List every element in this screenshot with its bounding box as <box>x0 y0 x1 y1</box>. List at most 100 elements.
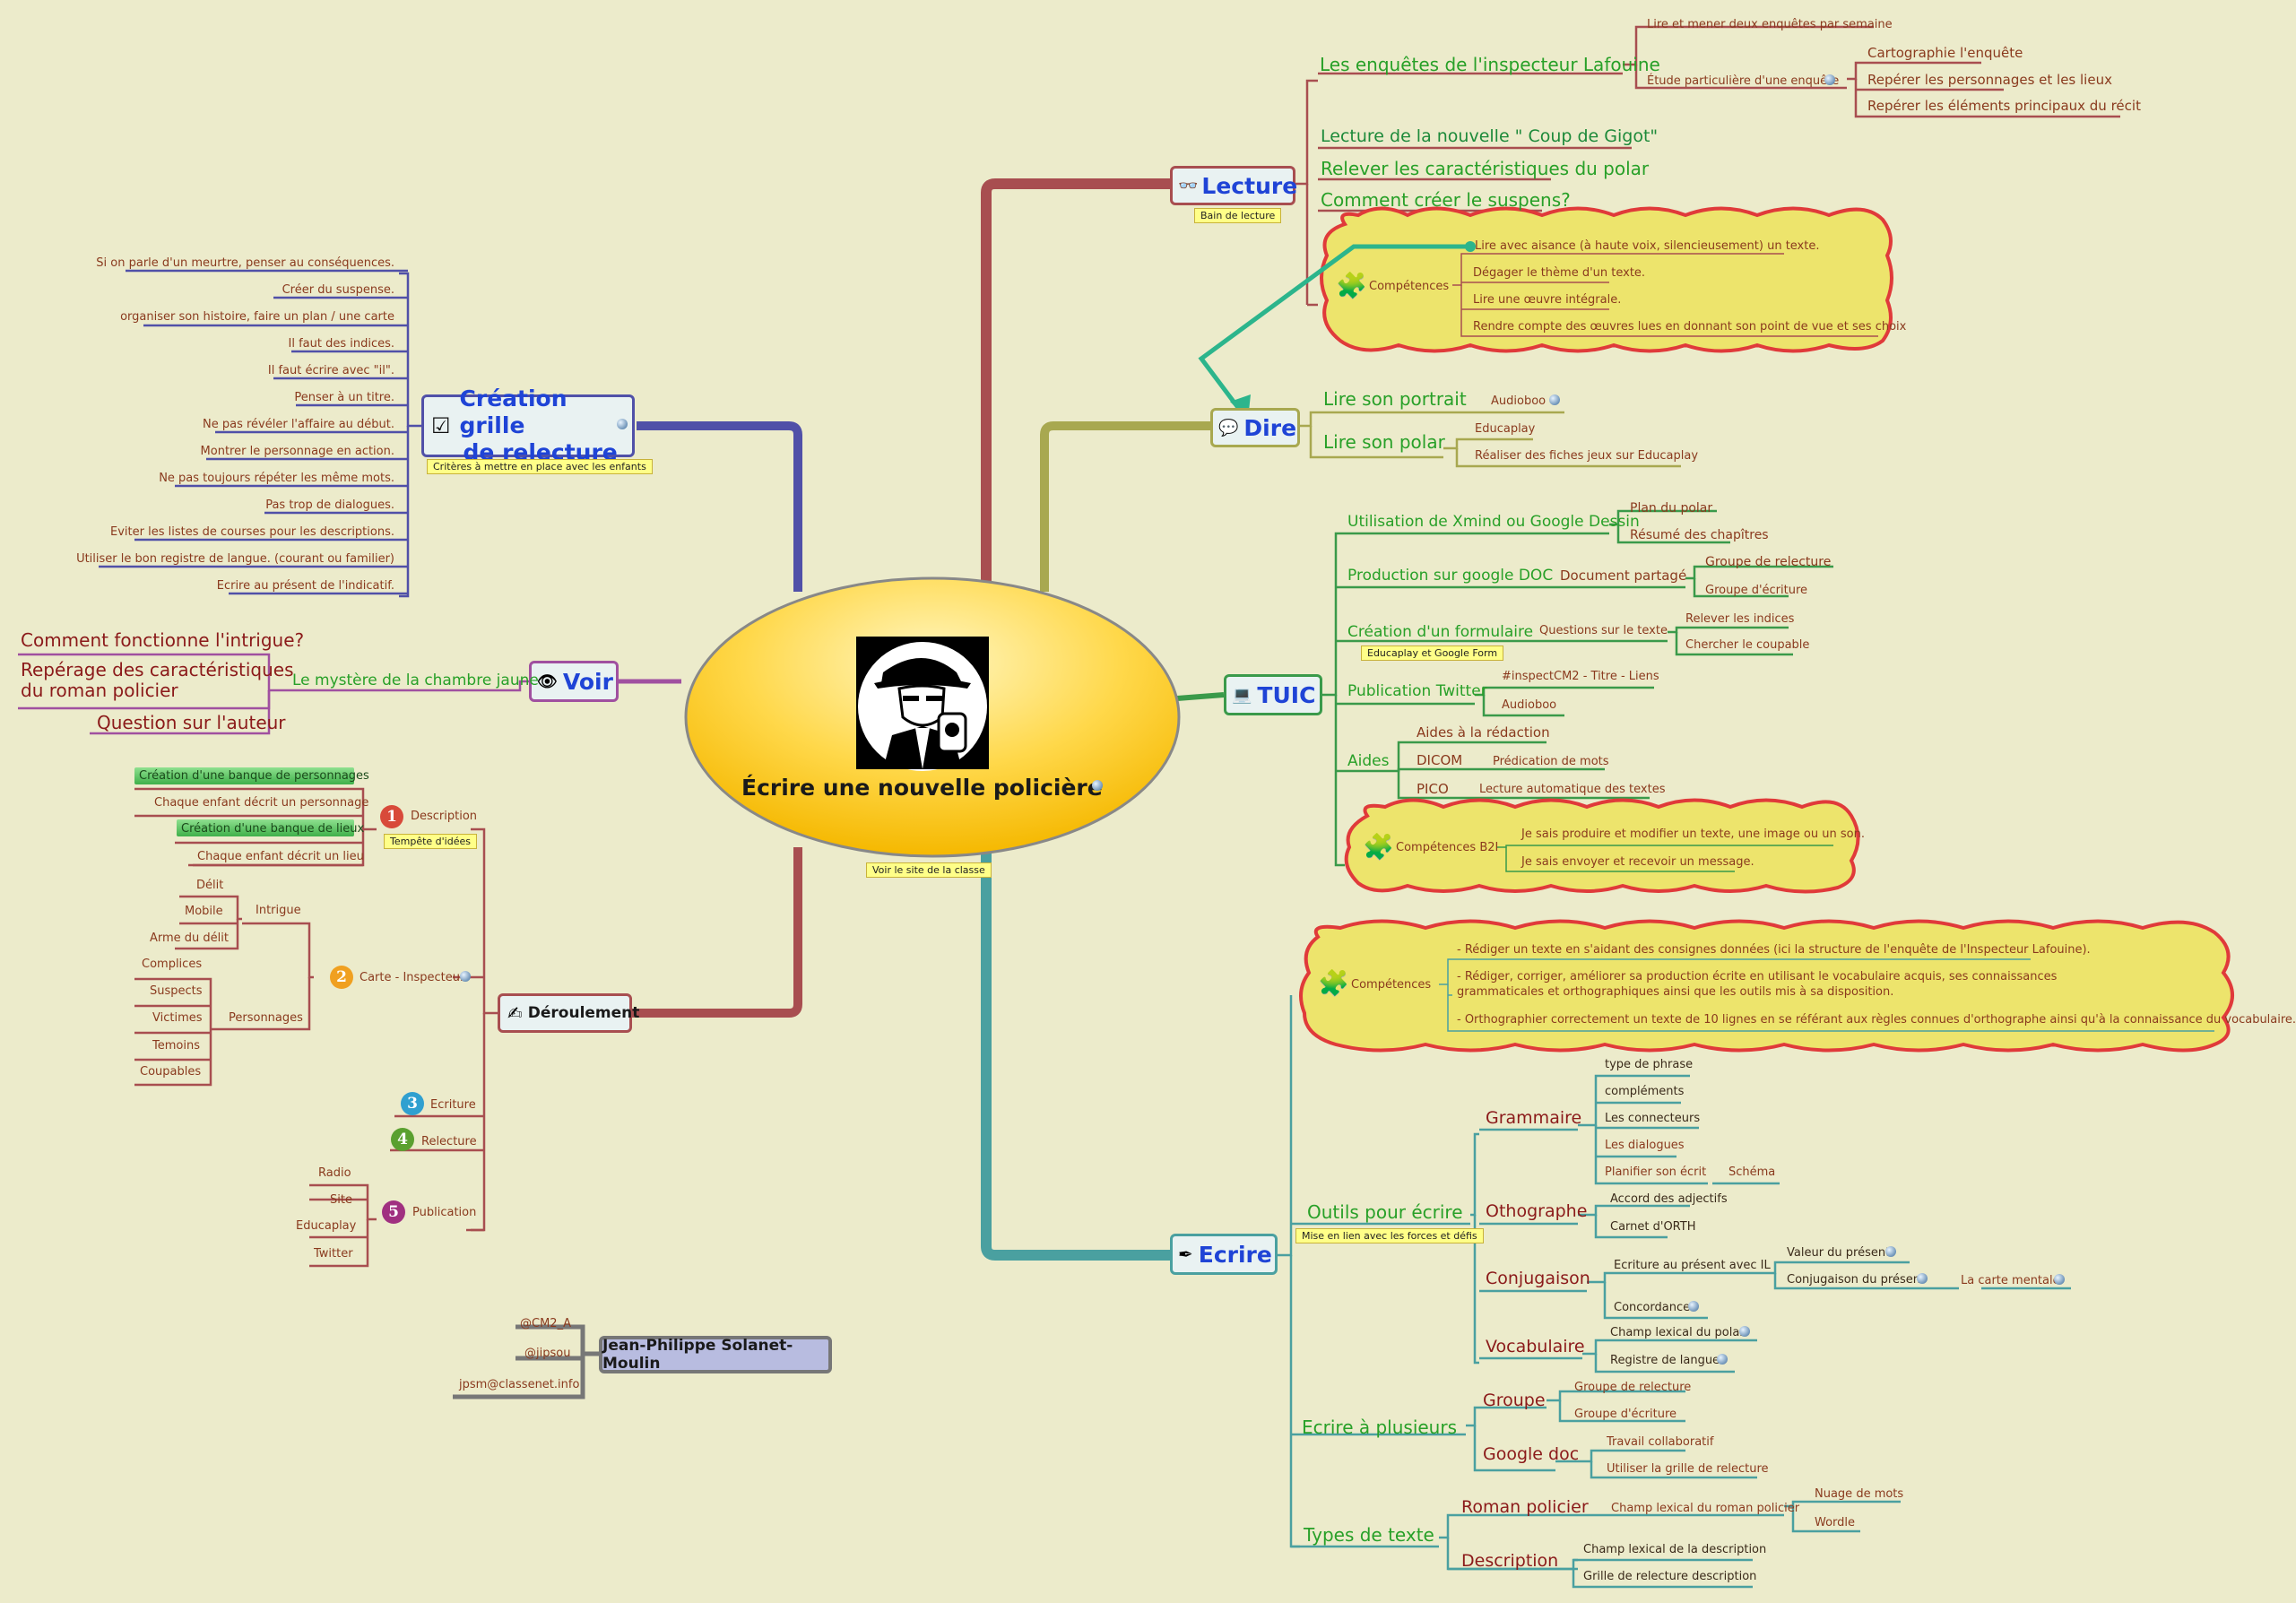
lecture-item-1[interactable]: Relever les caractéristiques du polar <box>1321 158 1650 179</box>
lecture-enquetes-sub-1[interactable]: Étude particulière d'une enquête <box>1647 74 1840 88</box>
relecture-criterion[interactable]: Il faut des indices. <box>288 337 394 351</box>
tuic-aides-sub-1[interactable]: DICOM <box>1417 752 1463 768</box>
lecture-enquetes-sub-0[interactable]: Lire et mener deux enquêtes par semaine <box>1647 18 1893 31</box>
relecture-criterion[interactable]: organiser son histoire, faire un plan / … <box>120 310 394 324</box>
lecture-node[interactable]: 👓 Lecture <box>1170 166 1297 205</box>
lecture-comp-0[interactable]: Lire avec aisance (à haute voix, silenci… <box>1475 239 1820 253</box>
conj-sub-0[interactable]: Ecriture au présent avec IL <box>1614 1259 1771 1272</box>
tuic-node[interactable]: 💻 TUIC <box>1224 674 1322 715</box>
dire-audioboo[interactable]: Audioboo <box>1491 394 1547 408</box>
relecture-criterion[interactable]: Pas trop de dialogues. <box>265 498 394 512</box>
publication-sub-0[interactable]: Radio <box>318 1166 351 1180</box>
etude-link-icon[interactable] <box>1824 74 1835 85</box>
personnages-sub-2[interactable]: Victimes <box>152 1011 203 1025</box>
grammaire-sub-4[interactable]: Planifier son écrit <box>1605 1165 1707 1179</box>
deroulement-relecture[interactable]: Relecture <box>421 1135 477 1148</box>
groupe-sub-1[interactable]: Groupe d'écriture <box>1574 1408 1677 1421</box>
tuic-dicom-sub[interactable]: Prédication de mots <box>1493 755 1609 768</box>
lecture-item-2[interactable]: Comment créer le suspens? <box>1321 189 1571 211</box>
lecture-comp-2[interactable]: Lire une œuvre intégrale. <box>1473 293 1622 307</box>
tuic-aides-sub-0[interactable]: Aides à la rédaction <box>1417 724 1550 741</box>
grammaire-sub-3[interactable]: Les dialogues <box>1605 1139 1685 1152</box>
tuic-competences[interactable]: Compétences B2I <box>1396 841 1499 854</box>
etude-sub-2[interactable]: Repérer les éléments principaux du récit <box>1867 98 2141 114</box>
relecture-criterion[interactable]: Ecrire au présent de l'indicatif. <box>216 579 394 593</box>
tuic-gdoc-sub-0[interactable]: Groupe de relecture <box>1705 555 1832 569</box>
ecrire-outils-note[interactable]: Mise en lien avec les forces et défis <box>1295 1228 1484 1243</box>
intrigue-sub-0[interactable]: Délit <box>196 879 224 892</box>
ecrire-conj[interactable]: Conjugaison <box>1486 1269 1590 1288</box>
ecrire-groupe[interactable]: Groupe <box>1483 1391 1546 1410</box>
voir-item-1[interactable]: Repérage des caractéristiques <box>21 659 294 680</box>
audioboo-link-icon[interactable] <box>1549 394 1560 405</box>
concordance-link-icon[interactable] <box>1688 1301 1699 1312</box>
tuic-gdoc[interactable]: Production sur google DOC <box>1347 567 1554 585</box>
ecrire-outils[interactable]: Outils pour écrire <box>1307 1201 1463 1223</box>
ecrire-otho[interactable]: Othographe <box>1486 1201 1588 1221</box>
tuic-pico-sub[interactable]: Lecture automatique des textes <box>1479 783 1666 796</box>
author-node[interactable]: Jean-Philippe Solanet-Moulin <box>599 1336 832 1373</box>
center-note[interactable]: Voir le site de la classe <box>866 862 992 878</box>
ecrire-node[interactable]: ✒ Ecrire <box>1170 1234 1278 1275</box>
voir-mystere[interactable]: Le mystère de la chambre jaune <box>292 672 539 689</box>
relecture-criterion[interactable]: Utiliser le bon registre de langue. (cou… <box>76 552 394 566</box>
otho-sub-1[interactable]: Carnet d'ORTH <box>1610 1220 1696 1234</box>
roman-sub-0[interactable]: Nuage de mots <box>1815 1487 1904 1501</box>
ecrire-comp-2[interactable]: grammaticales et orthographiques ainsi q… <box>1457 985 1894 999</box>
tuic-twitter[interactable]: Publication Twitter <box>1347 682 1487 700</box>
deroulement-carte[interactable]: Carte - Inspecteur <box>360 971 465 984</box>
tuic-twitter-sub-0[interactable]: #inspectCM2 - Titre - Liens <box>1502 670 1659 683</box>
deroulement-ecriture[interactable]: Ecriture <box>430 1098 476 1112</box>
relecture-criterion[interactable]: Ne pas révéler l'affaire au début. <box>203 418 394 431</box>
voca-sub-0[interactable]: Champ lexical du polar <box>1610 1326 1745 1339</box>
desc-sub-2[interactable]: Création d'une banque de lieux <box>181 822 365 836</box>
tuic-comp-0[interactable]: Je sais produire et modifier un texte, u… <box>1521 827 1865 841</box>
lecture-enquetes[interactable]: Les enquêtes de l'inspecteur Lafouine <box>1320 54 1660 75</box>
desc-sub-0[interactable]: Création d'une banque de personnages <box>139 769 369 783</box>
carte-mentale-link-icon[interactable] <box>2054 1274 2065 1285</box>
ecrire-plusieurs[interactable]: Ecrire à plusieurs <box>1302 1417 1457 1438</box>
champ-lexical-link-icon[interactable] <box>1739 1326 1750 1337</box>
ecrire-competences[interactable]: Compétences <box>1351 978 1432 992</box>
publication-sub-2[interactable]: Educaplay <box>296 1219 357 1233</box>
gdoc-sub-0[interactable]: Travail collaboratif <box>1607 1435 1714 1449</box>
conj-sub2-0[interactable]: Valeur du présent <box>1787 1246 1891 1260</box>
tuic-aides[interactable]: Aides <box>1347 752 1390 770</box>
desc-sub-3[interactable]: Chaque enfant décrit un lieu <box>197 850 364 863</box>
ecrire-comp-0[interactable]: - Rédiger un texte en s'aidant des consi… <box>1457 943 2091 957</box>
dire-polar-sub-1[interactable]: Réaliser des fiches jeux sur Educaplay <box>1475 449 1699 463</box>
conj-carte-mentale[interactable]: La carte mentale <box>1961 1274 2060 1287</box>
tuic-form-sub-0[interactable]: Relever les indices <box>1685 612 1795 626</box>
intrigue-sub-2[interactable]: Arme du délit <box>150 931 229 945</box>
lecture-item-0[interactable]: Lecture de la nouvelle " Coup de Gigot" <box>1321 126 1659 146</box>
lecture-competences[interactable]: Compétences <box>1369 280 1450 293</box>
registre-link-icon[interactable] <box>1717 1354 1728 1365</box>
etude-sub-0[interactable]: Cartographie l'enquête <box>1867 45 2023 61</box>
deroulement-node[interactable]: ✍ Déroulement <box>498 993 639 1033</box>
ecrire-types[interactable]: Types de texte <box>1304 1524 1434 1546</box>
tuic-xmind[interactable]: Utilisation de Xmind ou Google Dessin <box>1347 513 1640 531</box>
author-item-2[interactable]: jpsm@classenet.info <box>459 1378 580 1391</box>
grammaire-sub-0[interactable]: type de phrase <box>1605 1058 1694 1071</box>
publication-sub-1[interactable]: Site <box>330 1193 352 1207</box>
grammaire-sub-2[interactable]: Les connecteurs <box>1605 1112 1701 1125</box>
gdoc-sub-1[interactable]: Utiliser la grille de relecture <box>1607 1462 1769 1476</box>
tuic-xmind-sub-1[interactable]: Résumé des chapîtres <box>1630 528 1769 542</box>
intrigue-sub-1[interactable]: Mobile <box>185 905 223 918</box>
ecrire-grammaire[interactable]: Grammaire <box>1486 1108 1582 1128</box>
tuic-gdoc-mid[interactable]: Document partagé <box>1560 568 1687 584</box>
relecture-criterion[interactable]: Penser à un titre. <box>294 391 394 404</box>
lecture-note[interactable]: Bain de lecture <box>1194 208 1282 223</box>
conj-sub-1[interactable]: Concordance <box>1614 1301 1691 1314</box>
voca-sub-1[interactable]: Registre de langue <box>1610 1354 1720 1367</box>
personnages-sub-4[interactable]: Coupables <box>140 1065 202 1079</box>
deroulement-intrigue[interactable]: Intrigue <box>256 904 301 917</box>
tuic-form-mid[interactable]: Questions sur le texte <box>1539 624 1668 637</box>
author-item-1[interactable]: @jipsou <box>524 1347 571 1360</box>
author-item-0[interactable]: @CM2_A <box>520 1317 571 1330</box>
personnages-sub-1[interactable]: Suspects <box>150 984 203 998</box>
tuic-comp-1[interactable]: Je sais envoyer et recevoir un message. <box>1521 855 1754 869</box>
ecrire-roman[interactable]: Roman policier <box>1461 1497 1589 1517</box>
relecture-criterion[interactable]: Eviter les listes de courses pour les de… <box>110 525 394 539</box>
dire-polar[interactable]: Lire son polar <box>1323 431 1445 453</box>
